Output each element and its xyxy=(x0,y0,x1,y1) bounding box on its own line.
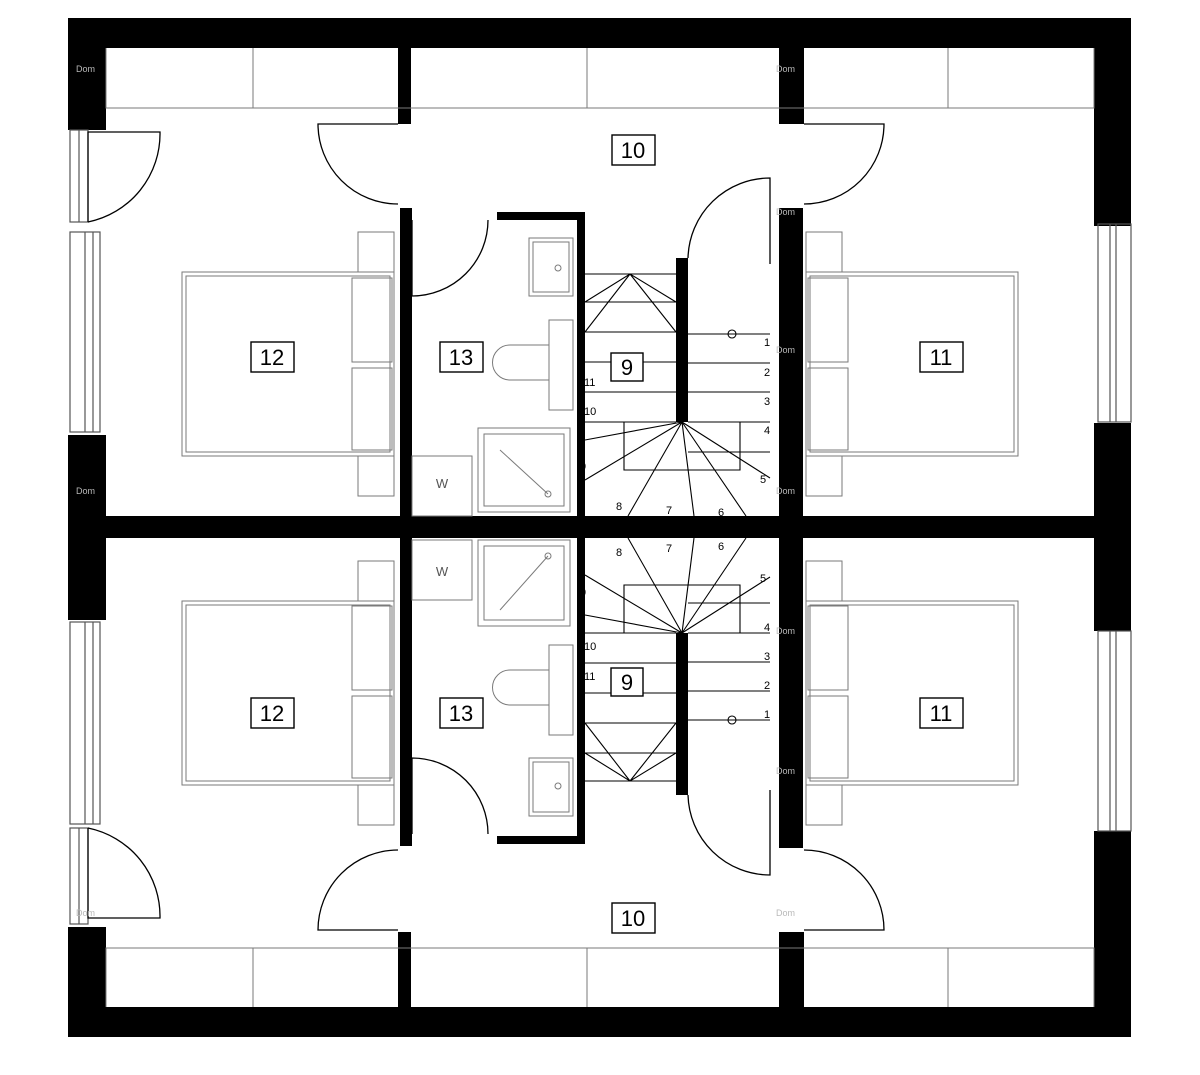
beds xyxy=(181,231,1019,826)
step-number: 1 xyxy=(764,709,770,721)
step-number: 6 xyxy=(718,507,724,519)
stairs xyxy=(584,273,771,782)
doors xyxy=(87,123,885,931)
bathroom-fixtures xyxy=(411,237,574,817)
step-number: 8 xyxy=(616,501,622,513)
step-number: 2 xyxy=(764,367,770,379)
stair-step-numbers-bottom: 1 2 3 4 5 6 7 8 9 10 11 xyxy=(580,541,770,721)
step-number: 4 xyxy=(764,425,770,437)
watermark: Dom xyxy=(76,64,95,74)
step-number: 9 xyxy=(580,587,586,599)
step-number: 11 xyxy=(584,671,595,683)
room-label-bedroom-left: 12 xyxy=(260,701,284,726)
watermark: Dom xyxy=(776,908,795,918)
washer-label: W xyxy=(436,564,449,579)
windows xyxy=(69,48,1132,1007)
room-label-bathroom: 13 xyxy=(449,345,473,370)
step-number: 3 xyxy=(764,396,770,408)
step-number: 10 xyxy=(584,641,596,653)
step-number: 11 xyxy=(584,377,595,389)
room-label-bedroom-right: 11 xyxy=(930,345,953,370)
watermark: Dom xyxy=(776,345,795,355)
step-number: 7 xyxy=(666,505,672,517)
outer-walls xyxy=(68,18,1131,1037)
step-number: 10 xyxy=(584,406,596,418)
step-number: 9 xyxy=(580,461,586,473)
watermarks: Dom Dom Dom Dom Dom Dom Dom Dom Dom Dom xyxy=(76,64,795,918)
room-label-bedroom-left: 12 xyxy=(260,345,284,370)
step-number: 7 xyxy=(666,543,672,555)
watermark: Dom xyxy=(776,64,795,74)
step-number: 1 xyxy=(764,337,770,349)
watermark: Dom xyxy=(776,626,795,636)
room-label-bathroom: 13 xyxy=(449,701,473,726)
room-labels-top: 10 11 12 13 9 W xyxy=(250,134,964,491)
watermark: Dom xyxy=(776,207,795,217)
step-number: 5 xyxy=(760,573,766,585)
step-number: 5 xyxy=(760,474,766,486)
step-number: 3 xyxy=(764,651,770,663)
watermark: Dom xyxy=(76,486,95,496)
watermark: Dom xyxy=(776,766,795,776)
room-label-stairs: 9 xyxy=(621,670,633,695)
room-label-bedroom-right: 11 xyxy=(930,701,953,726)
step-number: 4 xyxy=(764,622,770,634)
step-number: 6 xyxy=(718,541,724,553)
watermark: Dom xyxy=(76,908,95,918)
room-label-hall: 10 xyxy=(621,138,645,163)
washer-label: W xyxy=(436,476,449,491)
step-number: 2 xyxy=(764,680,770,692)
watermark: Dom xyxy=(776,486,795,496)
room-label-stairs: 9 xyxy=(621,355,633,380)
step-number: 8 xyxy=(616,547,622,559)
room-labels-bottom: 10 11 12 13 9 W xyxy=(250,564,964,934)
interior-walls xyxy=(398,48,804,1007)
room-label-hall: 10 xyxy=(621,906,645,931)
stair-step-numbers-top: 1 2 3 4 5 6 7 8 9 10 11 xyxy=(580,337,770,519)
